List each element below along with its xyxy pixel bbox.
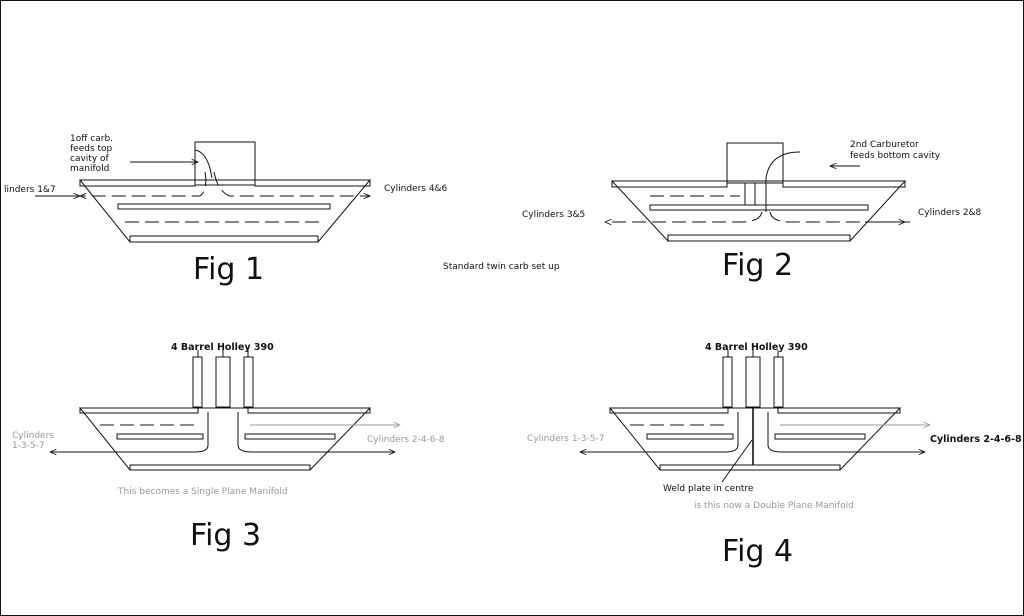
fig4-caption: is this now a Double Plane Manifold bbox=[694, 501, 854, 511]
center-note: Standard twin carb set up bbox=[443, 262, 560, 272]
fig1-left-label: linders 1&7 bbox=[4, 185, 56, 195]
fig4-carb-label: 4 Barrel Holley 390 bbox=[705, 342, 808, 353]
fig1-diagram bbox=[35, 141, 372, 243]
fig1-note: 1off carb. feeds top cavity of manifold bbox=[70, 134, 113, 174]
fig4-title: Fig 4 bbox=[722, 534, 793, 569]
fig1-title: Fig 1 bbox=[193, 252, 264, 287]
fig2-carb-body bbox=[726, 142, 784, 184]
fig1-note-line: 1off carb. bbox=[70, 134, 113, 144]
fig3-left-label: 1-3-5-7 bbox=[12, 441, 45, 451]
fig3-title: Fig 3 bbox=[190, 518, 261, 553]
fig2-note-line: feeds bottom cavity bbox=[850, 151, 941, 161]
fig2-note: 2nd Carburetor feeds bottom cavity bbox=[850, 140, 941, 161]
fig2-title: Fig 2 bbox=[722, 248, 793, 283]
fig3-right-label: Cylinders 2-4-6-8 bbox=[367, 435, 445, 445]
fig1-note-line: cavity of bbox=[70, 154, 110, 164]
fig4-weld-label: Weld plate in centre bbox=[663, 484, 754, 494]
fig2-diagram bbox=[605, 142, 910, 242]
fig4-left-label: Cylinders 1-3-5-7 bbox=[527, 434, 604, 444]
fig1-manifold-outline bbox=[78, 179, 372, 243]
fig2-right-label: Cylinders 2&8 bbox=[918, 208, 982, 218]
fig2-note-line: 2nd Carburetor bbox=[850, 140, 919, 150]
fig3-carb-label: 4 Barrel Holley 390 bbox=[171, 342, 274, 353]
fig1-carb-body bbox=[194, 141, 256, 186]
fig3-left-label: Cylinders bbox=[12, 431, 54, 441]
fig4-right-label: Cylinders 2-4-6-8 bbox=[930, 434, 1022, 445]
fig2-manifold-outline bbox=[610, 180, 907, 242]
fig1-note-line: feeds top bbox=[70, 144, 113, 154]
fig1-note-line: manifold bbox=[70, 164, 109, 174]
fig2-left-label: Cylinders 3&5 bbox=[522, 210, 585, 220]
fig1-right-label: Cylinders 4&6 bbox=[384, 184, 448, 194]
fig4-diagram bbox=[580, 350, 930, 483]
fig3-diagram bbox=[50, 350, 400, 471]
fig3-caption: This becomes a Single Plane Manifold bbox=[117, 487, 288, 497]
